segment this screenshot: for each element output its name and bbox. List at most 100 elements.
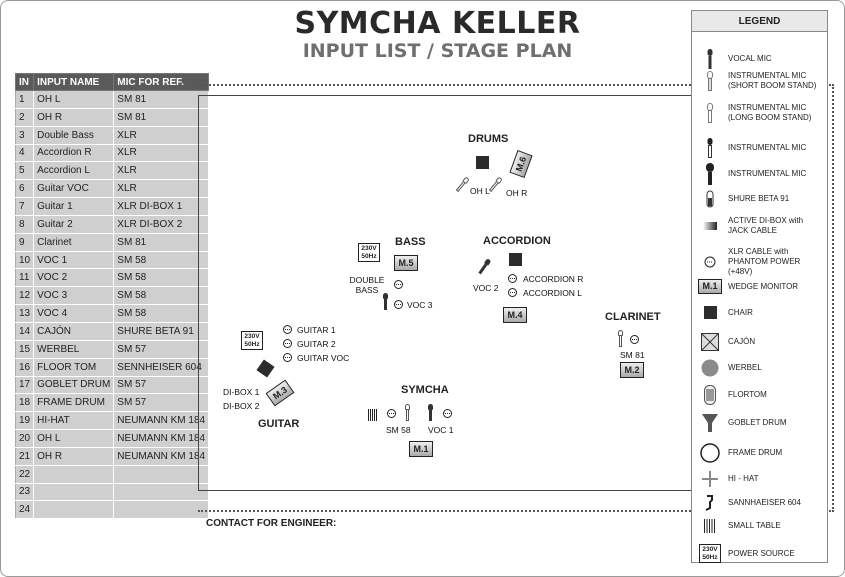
input-list-row: 23 (14, 482, 210, 502)
input-number: 20 (14, 429, 35, 448)
input-name: VOC 4 (33, 304, 115, 323)
input-mic: SM 81 (113, 232, 210, 252)
voc-2-label: VOC 2 (473, 283, 499, 293)
input-list-header: IN INPUT NAME MIC FOR REF. (14, 73, 210, 91)
accordion-title: ACCORDION (483, 235, 551, 247)
legend-label: INSTRUMENTAL MIC (728, 143, 807, 152)
input-number: 10 (14, 250, 35, 270)
accordion-l-xlr-icon (508, 288, 517, 297)
input-name: OH L (33, 90, 115, 109)
legend-item-cajon: CAJÓN (692, 333, 829, 351)
input-name: Accordion R (33, 143, 115, 163)
legend-item-vocal-mic: VOCAL MIC (692, 49, 829, 69)
legend-item-instrumental-mic-large: INSTRUMENTAL MIC (692, 163, 829, 185)
input-mic (113, 482, 210, 502)
input-number: 19 (14, 411, 35, 431)
input-number: 23 (14, 482, 35, 502)
input-mic: SHURE BETA 91 (113, 321, 210, 341)
clarinet-title: CLARINET (605, 311, 661, 323)
werbel-icon (692, 359, 728, 377)
oh-l-label: OH L (470, 186, 490, 196)
input-mic: SM 81 (113, 107, 210, 127)
legend-label: POWER SOURCE (728, 548, 795, 558)
hi-hat-icon (692, 471, 728, 487)
legend-label: WEDGE MONITOR (728, 281, 799, 291)
clarinet-mic-label: SM 81 (620, 350, 645, 360)
input-number: 24 (14, 500, 35, 520)
legend-label: FRAME DRUM (728, 448, 783, 457)
legend-item-power-source: 230V 50Hz POWER SOURCE (692, 544, 829, 563)
input-name: GOBLET DRUM (33, 375, 115, 395)
input-mic: SM 58 (113, 304, 210, 323)
input-name: OH R (33, 107, 115, 127)
input-name: Double Bass (33, 125, 115, 145)
input-name: FLOOR TOM (33, 357, 115, 377)
input-number: 6 (14, 179, 35, 199)
input-name: VOC 1 (33, 250, 115, 270)
input-mic: XLR (113, 125, 210, 145)
accordion-l-label: ACCORDION L (523, 288, 583, 298)
input-mic: SM 58 (113, 250, 210, 270)
di-box-1-label: DI-BOX 1 (223, 387, 260, 397)
legend-label: GOBLET DRUM (728, 418, 787, 427)
di-box-2-label: DI-BOX 2 (223, 401, 260, 411)
input-name: OH R (33, 446, 115, 466)
input-mic: XLR (113, 161, 210, 181)
wedge-monitor-badge: M.1 (698, 279, 722, 294)
page-subtitle: INPUT LIST / STAGE PLAN (302, 40, 573, 62)
instrumental-mic-icon (692, 138, 728, 158)
bass-title: BASS (395, 236, 426, 248)
input-number: 2 (14, 107, 35, 127)
input-name (33, 482, 115, 502)
drums-chair-icon (476, 156, 489, 169)
oh-r-label: OH R (506, 188, 528, 198)
legend-item-active-di-box: ACTIVE DI-BOX with JACK CABLE (692, 216, 829, 236)
guitar-title: GUITAR (258, 418, 300, 430)
wedge-monitor-icon: M.1 (692, 279, 728, 294)
legend-item-hi-hat: HI - HAT (692, 471, 829, 487)
input-name: WERBEL (33, 339, 115, 359)
stage-outline (198, 84, 834, 512)
clarinet-mic-icon (618, 330, 623, 347)
voc-3-mic-icon (383, 293, 388, 310)
legend-label: SHURE BETA 91 (728, 194, 790, 203)
input-mic: SENNHEISER 604 (113, 357, 210, 377)
legend-label: INSTRUMENTAL MIC (SHORT BOOM STAND) (728, 71, 817, 90)
legend-label: ACTIVE DI-BOX with JACK CABLE (728, 216, 804, 235)
goblet-drum-icon (692, 414, 728, 432)
bass-power-source: 230V 50Hz (358, 243, 380, 262)
accordion-monitor: M.4 (503, 307, 527, 323)
power-source-badge: 230V 50Hz (699, 544, 721, 563)
col-in: IN (14, 73, 35, 91)
voc-3-xlr-icon (394, 300, 403, 309)
input-mic: NEUMANN KM 184 (113, 446, 210, 466)
input-name (33, 464, 115, 484)
page-title: SYMCHA KELLER (294, 6, 581, 41)
legend-item-floor-tom: FLORTOM (692, 385, 829, 405)
short-boom-mic-icon (692, 71, 728, 91)
vocal-mic-icon (692, 49, 728, 69)
legend-item-wedge-monitor: M.1 WEDGE MONITOR (692, 279, 829, 294)
cajon-icon (692, 333, 728, 351)
input-mic: XLR DI-BOX 2 (113, 214, 210, 234)
input-name: Clarinet (33, 232, 115, 252)
legend-label: SANNHAEISER 604 (728, 498, 801, 507)
input-mic: NEUMANN KM 184 (113, 411, 210, 431)
input-mic: SM 81 (113, 90, 210, 109)
input-mic: SM 57 (113, 393, 210, 413)
guitar-2-xlr-icon (283, 339, 292, 348)
double-bass-label: DOUBLE BASS (349, 275, 385, 295)
frame-drum-icon (692, 443, 728, 463)
legend-item-shure-beta-91: SHURE BETA 91 (692, 189, 829, 209)
clarinet-monitor: M.2 (620, 362, 644, 378)
